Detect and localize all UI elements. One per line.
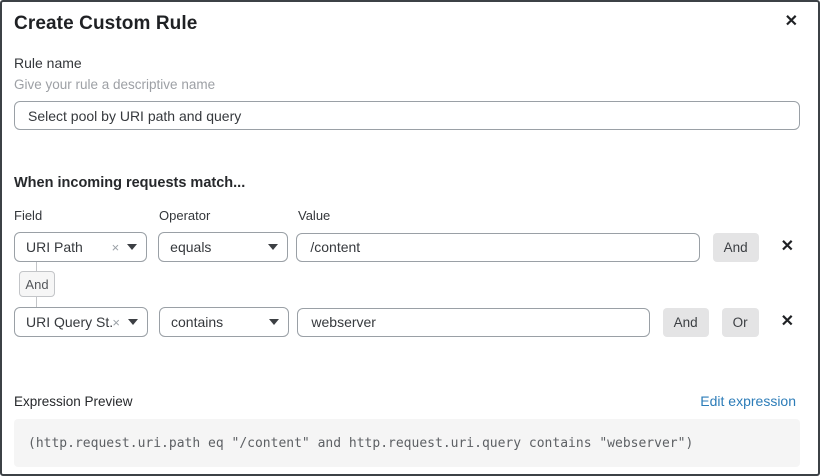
delete-row-1-icon[interactable]: ✕: [780, 238, 794, 255]
rule-name-hint: Give your rule a descriptive name: [14, 77, 216, 92]
chevron-down-icon: [128, 319, 138, 325]
or-button-row-2[interactable]: Or: [721, 307, 759, 337]
expression-code-block: (http.request.uri.path eq "/content" and…: [14, 419, 800, 467]
expression-header: Expression Preview Edit expression: [14, 393, 796, 409]
condition-row-2: URI Query St... × contains And Or ✕: [14, 307, 796, 337]
operator-select-2[interactable]: contains: [159, 307, 290, 337]
and-button-row-2[interactable]: And: [662, 307, 709, 337]
field-select-2-value: URI Query St...: [26, 314, 113, 330]
operator-select-1[interactable]: equals: [158, 232, 289, 262]
column-labels: Field Operator Value: [14, 208, 796, 223]
operator-column-label: Operator: [159, 208, 211, 223]
field-select-1[interactable]: URI Path ×: [14, 232, 148, 262]
rule-name-section: Rule name Give your rule a descriptive n…: [14, 55, 800, 130]
dialog-title: Create Custom Rule: [14, 13, 198, 34]
chevron-down-icon: [127, 244, 138, 250]
and-connector-badge: And: [19, 271, 55, 297]
dialog-header: Create Custom Rule ✕: [14, 13, 798, 35]
rule-name-input[interactable]: [14, 101, 800, 130]
chevron-down-icon: [269, 319, 280, 325]
field-select-2[interactable]: URI Query St... ×: [14, 307, 148, 337]
value-column-label: Value: [298, 208, 331, 223]
clear-field-icon[interactable]: ×: [112, 314, 120, 330]
clear-field-icon[interactable]: ×: [111, 239, 120, 255]
chevron-down-icon: [268, 244, 279, 250]
expression-code: (http.request.uri.path eq "/content" and…: [28, 435, 694, 451]
rule-name-label: Rule name: [14, 55, 82, 71]
match-heading: When incoming requests match...: [14, 175, 246, 191]
field-column-label: Field: [14, 208, 43, 223]
connector-wrap: And: [19, 262, 67, 307]
operator-select-2-value: contains: [171, 314, 224, 330]
edit-expression-link[interactable]: Edit expression: [700, 393, 796, 409]
value-input-2[interactable]: [297, 307, 650, 337]
operator-select-1-value: equals: [170, 239, 212, 255]
delete-row-2-icon[interactable]: ✕: [780, 313, 794, 330]
value-input-1[interactable]: [296, 232, 700, 262]
close-icon[interactable]: ✕: [781, 12, 802, 32]
condition-row-1: URI Path × equals And ✕: [14, 232, 796, 262]
and-button-row-1[interactable]: And: [712, 232, 759, 262]
field-select-1-value: URI Path: [26, 239, 83, 255]
expression-preview-label: Expression Preview: [14, 393, 133, 409]
